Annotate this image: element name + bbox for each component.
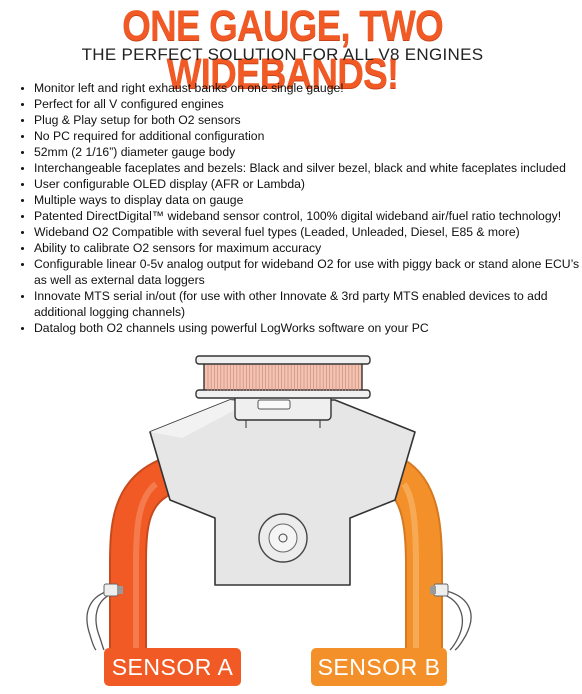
feature-item: Innovate MTS serial in/out (for use with…: [34, 288, 582, 320]
sensor-wire-right: [441, 589, 472, 651]
feature-item: Plug & Play setup for both O2 sensors: [34, 112, 582, 128]
feature-item: Configurable linear 0-5v analog output f…: [34, 256, 582, 288]
engine-diagram: [86, 355, 472, 651]
feature-item: 52mm (2 1/16”) diameter gauge body: [34, 144, 582, 160]
feature-item: Ability to calibrate O2 sensors for maxi…: [34, 240, 582, 256]
feature-item: Wideband O2 Compatible with several fuel…: [34, 224, 582, 240]
subheadline: THE PERFECT SOLUTION FOR ALL V8 ENGINES: [81, 45, 484, 64]
feature-list: Monitor left and right exhaust banks on …: [14, 80, 582, 336]
feature-item: No PC required for additional configurat…: [34, 128, 582, 144]
air-filter-ribs: [207, 365, 359, 391]
engine-block: [149, 399, 416, 586]
air-filter: [195, 355, 371, 399]
exhaust-pipe-right: [383, 458, 443, 650]
sensor-b-label: SENSOR B: [311, 648, 447, 686]
feature-item: Datalog both O2 channels using powerful …: [34, 320, 582, 336]
feature-item: Patented DirectDigital™ wideband sensor …: [34, 208, 582, 224]
headline: ONE GAUGE, TWO WIDEBANDS!: [122, 2, 444, 98]
feature-item: Perfect for all V configured engines: [34, 96, 582, 112]
feature-item: Interchangeable faceplates and bezels: B…: [34, 160, 582, 176]
feature-item: Monitor left and right exhaust banks on …: [34, 80, 582, 96]
exhaust-pipe-left: [109, 457, 178, 650]
sensor-a-probe: [103, 583, 123, 597]
sensor-a-label: SENSOR A: [104, 648, 241, 686]
sensor-b-probe: [430, 583, 449, 597]
feature-item: User configurable OLED display (AFR or L…: [34, 176, 582, 192]
sensor-wire-left: [86, 589, 113, 651]
feature-item: Multiple ways to display data on gauge: [34, 192, 582, 208]
